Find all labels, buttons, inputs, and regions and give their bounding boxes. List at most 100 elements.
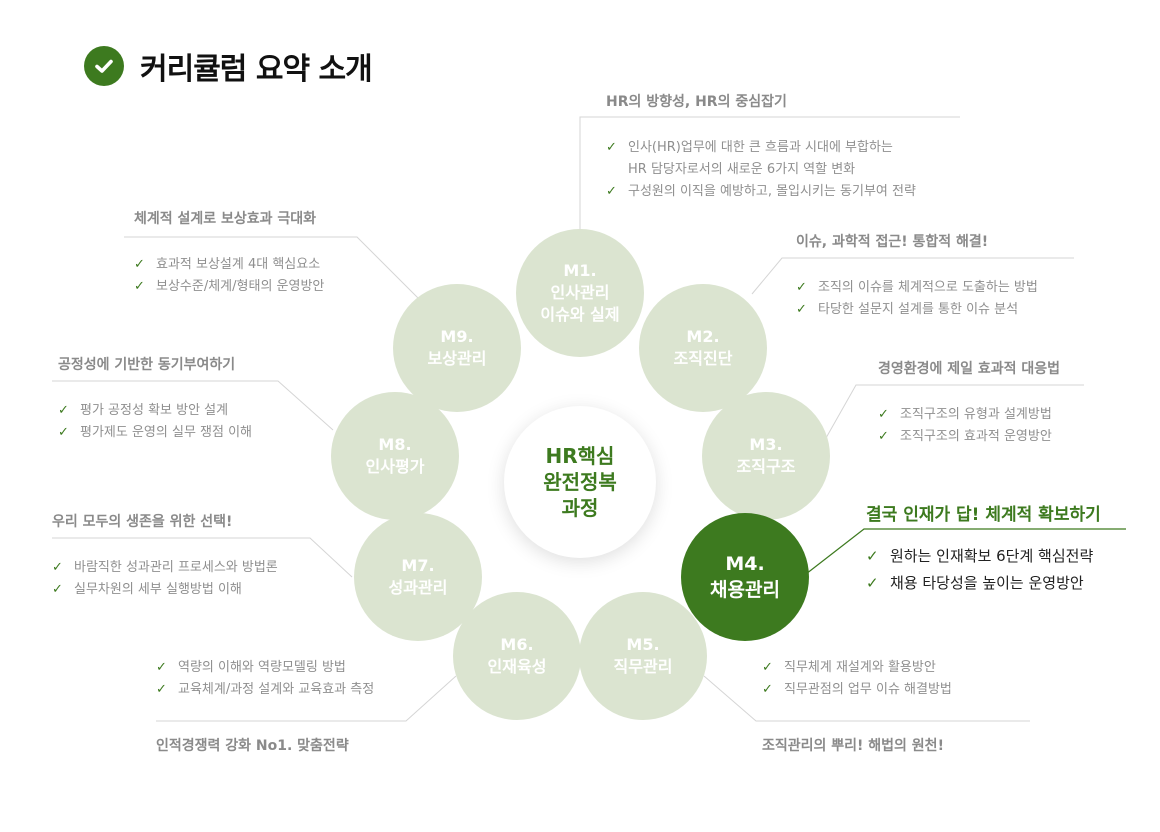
connector-line	[703, 675, 1030, 722]
module-heading: 결국 인재가 답! 체계적 확보하기	[866, 505, 1101, 525]
module-description-m9: 체계적 설계로 보상효과 극대화✓효과적 보상설계 4대 핵심요소✓보상수준/체…	[134, 208, 324, 298]
module-circle-m9: M9. 보상관리	[393, 284, 521, 412]
module-name: 인사관리	[550, 283, 610, 302]
checkmark-icon: ✓	[762, 660, 773, 675]
module-item-text: 채용 타당성을 높이는 운영방안	[890, 574, 1084, 592]
module-circle-m3: M3. 조직구조	[702, 392, 830, 520]
module-code: M4.	[725, 553, 765, 575]
center-line-3: 과정	[561, 496, 599, 520]
module-name: 인사평가	[365, 457, 425, 476]
page-title: 커리큘럼 요약 소개	[140, 52, 373, 87]
module-code: M8.	[378, 435, 412, 454]
module-item: ✓ 채용 타당성을 높이는 운영방안	[866, 570, 1101, 597]
module-item: ✓ 평가제도 운영의 실무 쟁점 이해	[58, 422, 252, 444]
module-item-text: 보상수준/체계/형태의 운영방안	[156, 279, 325, 294]
module-item-text: 바람직한 성과관리 프로세스와 방법론	[74, 560, 278, 575]
module-item: ✓ 바람직한 성과관리 프로세스와 방법론	[52, 557, 278, 579]
connector-line	[52, 380, 334, 431]
checkmark-icon: ✓	[866, 547, 879, 565]
module-item: ✓ 효과적 보상설계 4대 핵심요소	[134, 254, 324, 276]
module-heading: HR의 방향성, HR의 중심잡기	[606, 94, 787, 110]
module-name: 보상관리	[427, 349, 487, 368]
check-circle-icon	[84, 46, 124, 86]
connector-line	[52, 537, 353, 578]
checkmark-icon: ✓	[52, 582, 63, 597]
module-item-list: ✓ 바람직한 성과관리 프로세스와 방법론 ✓실무차원의 세부 실행방법 이해	[52, 557, 278, 601]
module-item-list: ✓ 평가 공정성 확보 방안 설계 ✓ 평가제도 운영의 실무 쟁점 이해	[58, 400, 252, 444]
module-item: ✓ 역량의 이해와 역량모델링 방법	[156, 657, 374, 679]
module-code: M5.	[626, 635, 660, 654]
module-description-m2: 이슈, 과학적 접근! 통합적 해결! ✓ 조직의 이슈를 체계적으로 도출하는 방…	[796, 231, 1038, 321]
module-code: M9.	[440, 327, 474, 346]
connector-line	[124, 236, 419, 299]
module-item-list: ✓역량의 이해와 역량모델링 방법✓교육체계/과정 설계와 교육효과 측정	[156, 657, 374, 701]
module-item: ✓ 조직의 이슈를 체계적으로 도출하는 방법	[796, 277, 1038, 299]
connector-line	[156, 675, 457, 722]
connector-line	[825, 384, 1084, 439]
module-item-list: ✓ 조직의 이슈를 체계적으로 도출하는 방법 ✓ 타당한 설문지 설계를 통한 이슈…	[796, 277, 1038, 321]
module-item-list: ✓원하는 인재확보 6단계 핵심전략✓채용 타당성을 높이는 운영방안	[866, 543, 1101, 597]
module-circle-m4: M4. 채용관리	[681, 513, 809, 641]
module-heading: 조직관리의 뿌리! 해법의 원천!	[762, 738, 944, 754]
module-item-text: 타당한 설문지 설계를 통한 이슈 분석	[818, 302, 1019, 317]
module-item-text: 직무체계 재설계와 활용방안	[784, 660, 936, 675]
module-code: M3.	[749, 435, 783, 454]
module-heading: 공정성에 기반한 동기부여하기	[58, 357, 236, 373]
module-name: 조직진단	[673, 349, 733, 368]
module-item-text: 직무관점의 업무 이슈 해결방법	[784, 682, 952, 697]
module-heading: 이슈, 과학적 접근! 통합적 해결!	[796, 234, 989, 250]
connector-line	[805, 528, 1126, 575]
connector-line	[751, 257, 1074, 295]
page-header: 커리큘럼 요약 소개	[84, 44, 373, 88]
checkmark-icon: ✓	[156, 682, 167, 697]
module-circle-m5: M5. 직무관리	[579, 592, 707, 720]
module-item-list: ✓ 직무체계 재설계와 활용방안 ✓ 직무관점의 업무 이슈 해결방법	[762, 657, 952, 701]
module-heading: 우리 모두의 생존을 위한 선택!	[52, 514, 233, 530]
module-code: M6.	[500, 635, 534, 654]
module-item: ✓원하는 인재확보 6단계 핵심전략	[866, 543, 1101, 570]
checkmark-icon: ✓	[134, 279, 145, 294]
checkmark-icon: ✓	[134, 257, 145, 272]
checkmark-icon: ✓	[796, 280, 807, 295]
center-line-2: 완전정복	[543, 470, 617, 494]
checkmark-icon: ✓	[156, 660, 167, 675]
module-circle-m8: M8. 인사평가	[331, 392, 459, 520]
checkmark-icon: ✓	[762, 682, 773, 697]
module-item-text: 효과적 보상설계 4대 핵심요소	[156, 257, 321, 272]
module-name: 직무관리	[613, 657, 673, 676]
module-description-m3: 경영환경에 제일 효과적 대응법✓조직구조의 유형과 설계방법✓조직구조의 효과…	[878, 358, 1060, 448]
checkmark-icon: ✓	[878, 407, 889, 422]
checkmark-icon: ✓	[866, 574, 879, 592]
checkmark-icon: ✓	[58, 425, 69, 440]
module-item: ✓ 보상수준/체계/형태의 운영방안	[134, 276, 324, 298]
module-item-text: 조직의 이슈를 체계적으로 도출하는 방법	[818, 280, 1038, 295]
module-item-text: HR 담당자로서의 새로운 6가지 역할 변화	[628, 162, 856, 177]
module-description-m4: 결국 인재가 답! 체계적 확보하기✓원하는 인재확보 6단계 핵심전략✓채용 …	[866, 500, 1101, 597]
module-name: 인재육성	[487, 657, 547, 676]
module-circle-m7: M7.성과관리	[354, 513, 482, 641]
module-item-text: 평가 공정성 확보 방안 설계	[80, 403, 229, 418]
module-item-text: 역량의 이해와 역량모델링 방법	[178, 660, 346, 675]
module-item-text: 평가제도 운영의 실무 쟁점 이해	[80, 425, 253, 440]
module-item: ✓조직구조의 유형과 설계방법	[878, 404, 1060, 426]
checkmark-icon: ✓	[796, 302, 807, 317]
module-name: 조직구조	[736, 457, 796, 476]
module-item: ✓실무차원의 세부 실행방법 이해	[52, 579, 278, 601]
module-item-list: ✓조직구조의 유형과 설계방법✓ 조직구조의 효과적 운영방안	[878, 404, 1060, 448]
module-item-text: 구성원의 이직을 예방하고, 몰입시키는 동기부여 전략	[628, 184, 916, 199]
module-name: 채용관리	[710, 579, 780, 601]
module-item-text: 조직구조의 효과적 운영방안	[900, 429, 1052, 444]
checkmark-icon: ✓	[52, 560, 63, 575]
center-circle: HR핵심 완전정복 과정	[504, 406, 656, 558]
module-code: M1.	[563, 261, 597, 280]
module-description-m7: 우리 모두의 생존을 위한 선택! ✓ 바람직한 성과관리 프로세스와 방법론 ✓실무…	[52, 511, 278, 601]
module-name: 성과관리	[388, 578, 448, 597]
module-item: ✓ 직무관점의 업무 이슈 해결방법	[762, 679, 952, 701]
module-item-text: 인사(HR)업무에 대한 큰 흐름과 시대에 부합하는	[628, 140, 893, 155]
